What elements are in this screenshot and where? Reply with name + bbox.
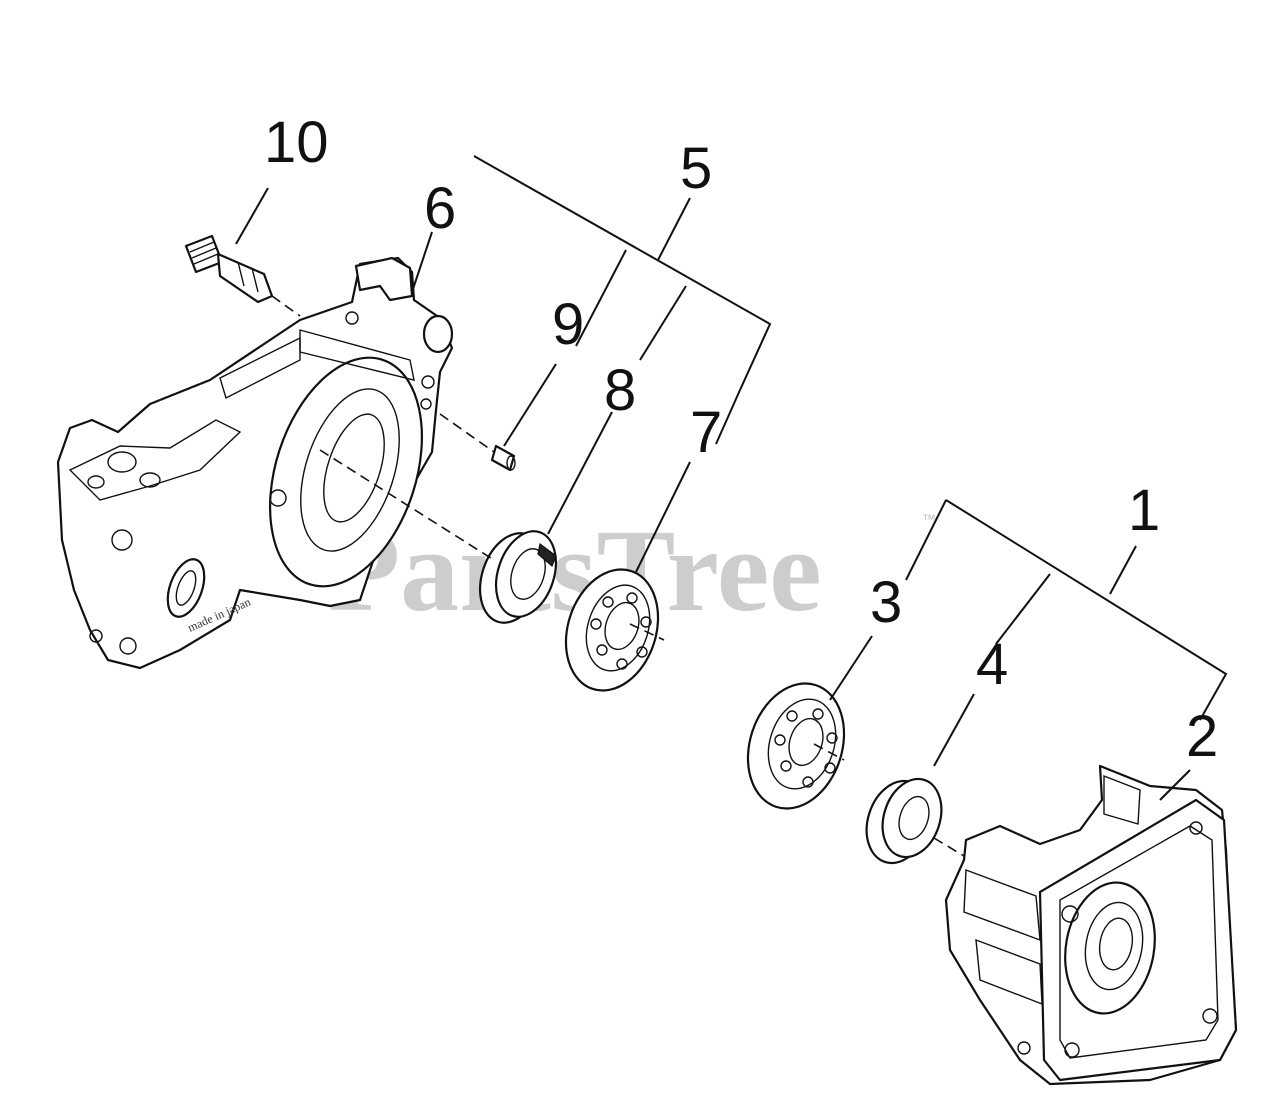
watermark-trademark: ™ (922, 511, 936, 527)
part-7-bearing (564, 568, 665, 692)
callout-4: 4 (976, 632, 1008, 697)
callout-10: 10 (264, 110, 329, 175)
callout-1: 1 (1128, 478, 1160, 543)
part-8-seal (319, 449, 557, 624)
crankcase-right (944, 764, 1238, 1086)
crankcase-left: made in japan (56, 256, 454, 670)
callout-5: 5 (680, 136, 712, 201)
part-4-seal (865, 777, 965, 865)
callout-2: 2 (1186, 704, 1218, 769)
callout-7: 7 (690, 400, 722, 465)
leader-lines (235, 155, 1228, 801)
part-9-pin (439, 413, 516, 472)
callout-3: 3 (870, 570, 902, 635)
callout-8: 8 (604, 358, 636, 423)
part-3-bearing (746, 682, 846, 810)
callout-9: 9 (552, 292, 584, 357)
callouts: 10 6 5 9 8 7 1 3 4 2 (264, 110, 1218, 769)
callout-6: 6 (424, 176, 456, 241)
part-10-shaft (184, 234, 301, 317)
